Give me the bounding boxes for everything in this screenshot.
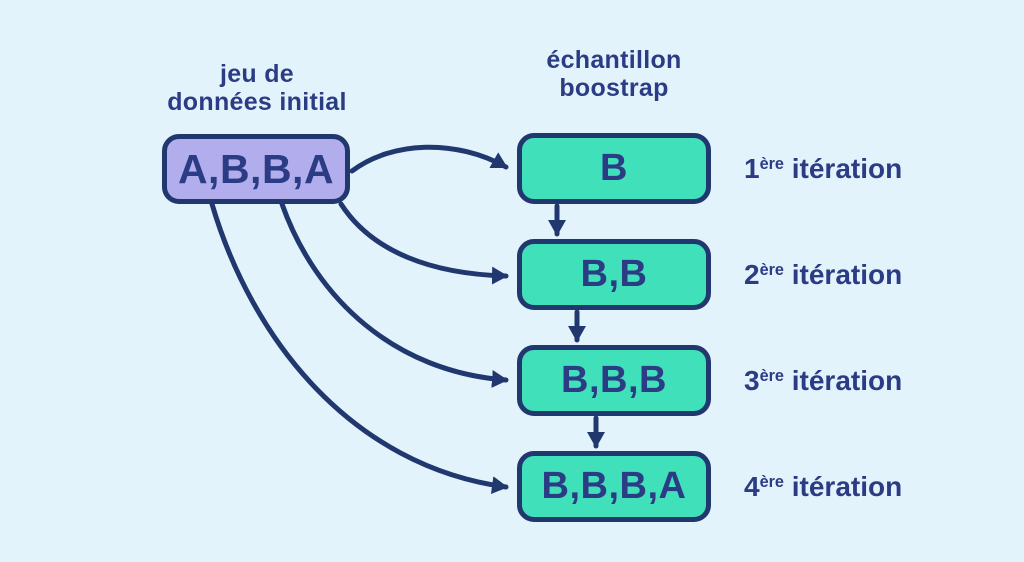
bootstrap-sample-box-4: B,B,B,A [517, 451, 711, 522]
iteration-1-number: 1 [744, 153, 760, 184]
iteration-4-number: 4 [744, 471, 760, 502]
arrow-initial-to-iteration-4 [209, 201, 509, 495]
iteration-2-number: 2 [744, 259, 760, 290]
bootstrap-sample-value-4: B,B,B,A [541, 465, 687, 507]
initial-dataset-header-line1: jeu de [219, 60, 295, 88]
iteration-4-ordinal: ère [759, 473, 784, 492]
bootstrap-sample-value-1: B [600, 147, 628, 189]
iteration-2-ordinal: ère [759, 261, 784, 280]
iteration-3-number: 3 [744, 365, 760, 396]
bootstrap-sample-header: échantillon boostrap [484, 46, 744, 102]
initial-dataset-header-line2: données initial [167, 88, 347, 116]
bootstrap-sample-value-2: B,B [580, 253, 648, 295]
bootstrap-sample-box-1: B [517, 133, 711, 204]
bootstrap-sample-box-2: B,B [517, 239, 711, 310]
bootstrap-sample-header-line1: échantillon [546, 46, 682, 74]
iteration-label-3: 3ère itération [744, 365, 1014, 397]
bootstrap-sample-header-line2: boostrap [559, 74, 669, 102]
iteration-label-4: 4ère itération [744, 471, 1014, 503]
initial-dataset-box: A,B,B,A [162, 134, 350, 204]
arrow-initial-to-iteration-1 [349, 144, 509, 174]
iteration-3-word: itération [791, 365, 903, 396]
iteration-1-ordinal: ère [759, 155, 784, 174]
iteration-label-1: 1ère itération [744, 153, 1014, 185]
iteration-1-word: itération [791, 153, 903, 184]
initial-dataset-header: jeu de données initial [127, 60, 387, 116]
iteration-3-ordinal: ère [759, 367, 784, 386]
bootstrap-sample-value-3: B,B,B [561, 359, 667, 401]
arrow-initial-to-iteration-3 [279, 201, 509, 388]
bootstrap-sample-box-3: B,B,B [517, 345, 711, 416]
iteration-label-2: 2ère itération [744, 259, 1014, 291]
arrow-initial-to-iteration-2 [338, 201, 509, 285]
iteration-2-word: itération [791, 259, 903, 290]
initial-dataset-value: A,B,B,A [177, 145, 335, 192]
iteration-4-word: itération [791, 471, 903, 502]
